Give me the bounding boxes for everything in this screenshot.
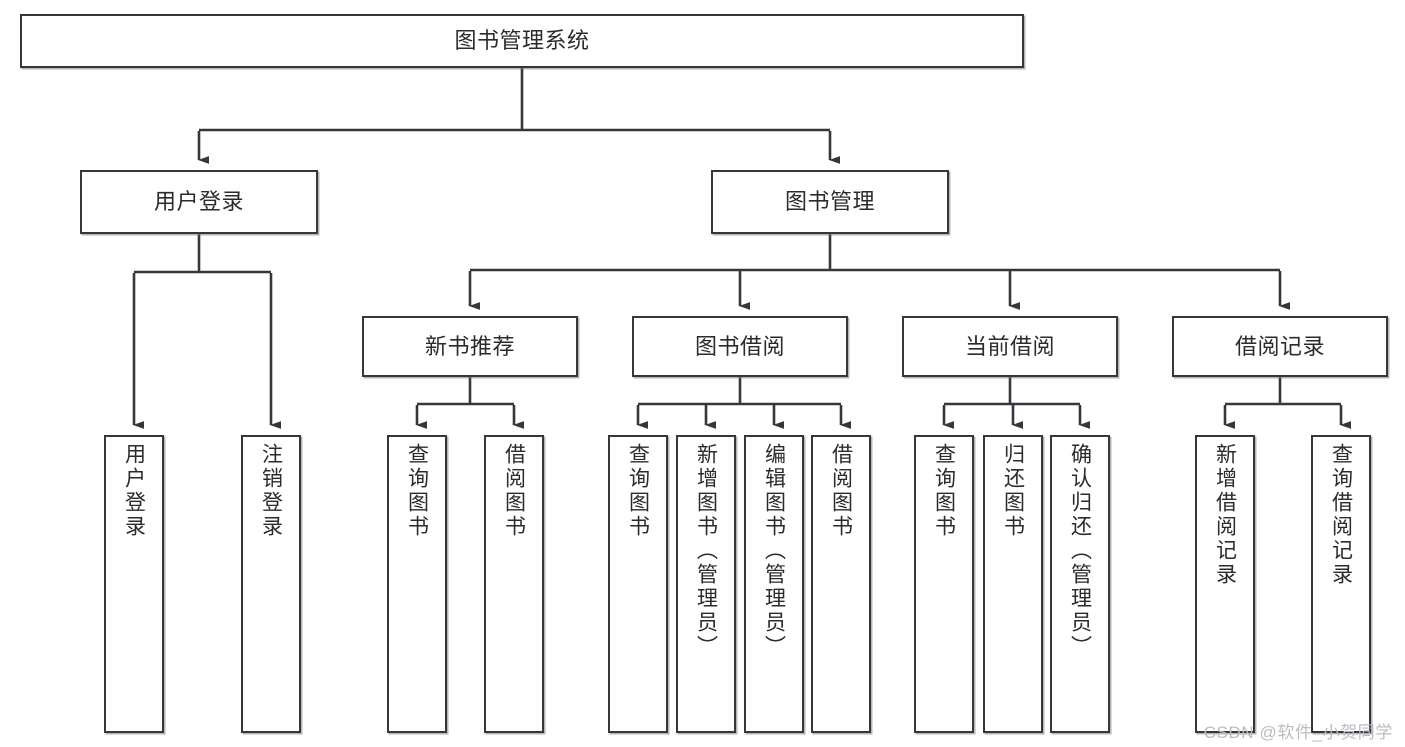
node-user-login[interactable]: 用户登录 <box>80 170 318 234</box>
node-leaf-query-book-1[interactable]: 查询图书 <box>387 435 447 733</box>
node-leaf-add-borrow-record[interactable]: 新增借阅记录 <box>1195 435 1255 733</box>
node-new-book-recommend-label: 新书推荐 <box>424 333 515 359</box>
node-current-borrow-label: 当前借阅 <box>964 333 1055 359</box>
node-book-borrow[interactable]: 图书借阅 <box>632 316 848 377</box>
node-new-book-recommend[interactable]: 新书推荐 <box>362 316 578 377</box>
csdn-watermark: CSDN @软件_小贺同学 <box>1203 723 1393 742</box>
node-leaf-borrow-book-2-label: 借阅图书 <box>829 443 853 539</box>
node-leaf-return-book-label: 归还图书 <box>1001 443 1025 539</box>
node-leaf-edit-book-admin-label: 编辑图书（管理员） <box>762 443 786 659</box>
node-book-management-label: 图书管理 <box>784 189 875 215</box>
node-leaf-add-book-admin-label: 新增图书（管理员） <box>694 443 718 659</box>
node-book-management[interactable]: 图书管理 <box>711 170 949 234</box>
node-leaf-edit-book-admin[interactable]: 编辑图书（管理员） <box>744 435 804 733</box>
node-leaf-confirm-return-admin[interactable]: 确认归还（管理员） <box>1050 435 1110 733</box>
node-leaf-user-login-label: 用户登录 <box>122 443 146 539</box>
node-leaf-query-book-3-label: 查询图书 <box>932 443 956 539</box>
node-leaf-query-book-3[interactable]: 查询图书 <box>914 435 974 733</box>
node-user-login-label: 用户登录 <box>153 189 244 215</box>
node-current-borrow[interactable]: 当前借阅 <box>902 316 1118 377</box>
node-leaf-add-book-admin[interactable]: 新增图书（管理员） <box>676 435 736 733</box>
node-leaf-query-book-2-label: 查询图书 <box>626 443 650 539</box>
node-borrow-record[interactable]: 借阅记录 <box>1172 316 1388 377</box>
node-leaf-borrow-book-2[interactable]: 借阅图书 <box>811 435 871 733</box>
node-leaf-borrow-book-1[interactable]: 借阅图书 <box>484 435 544 733</box>
node-leaf-query-book-2[interactable]: 查询图书 <box>608 435 668 733</box>
node-leaf-query-borrow-record-label: 查询借阅记录 <box>1329 443 1353 587</box>
node-leaf-user-login[interactable]: 用户登录 <box>104 435 164 733</box>
node-leaf-confirm-return-admin-label: 确认归还（管理员） <box>1068 443 1092 659</box>
node-leaf-query-book-1-label: 查询图书 <box>405 443 429 539</box>
node-leaf-logout-login[interactable]: 注销登录 <box>241 435 301 733</box>
node-book-borrow-label: 图书借阅 <box>694 333 785 359</box>
node-borrow-record-label: 借阅记录 <box>1234 333 1325 359</box>
node-leaf-logout-login-label: 注销登录 <box>259 443 283 539</box>
node-root[interactable]: 图书管理系统 <box>20 14 1024 68</box>
node-root-label: 图书管理系统 <box>454 28 590 54</box>
node-leaf-borrow-book-1-label: 借阅图书 <box>502 443 526 539</box>
node-leaf-add-borrow-record-label: 新增借阅记录 <box>1213 443 1237 587</box>
node-leaf-query-borrow-record[interactable]: 查询借阅记录 <box>1311 435 1371 733</box>
node-leaf-return-book[interactable]: 归还图书 <box>983 435 1043 733</box>
